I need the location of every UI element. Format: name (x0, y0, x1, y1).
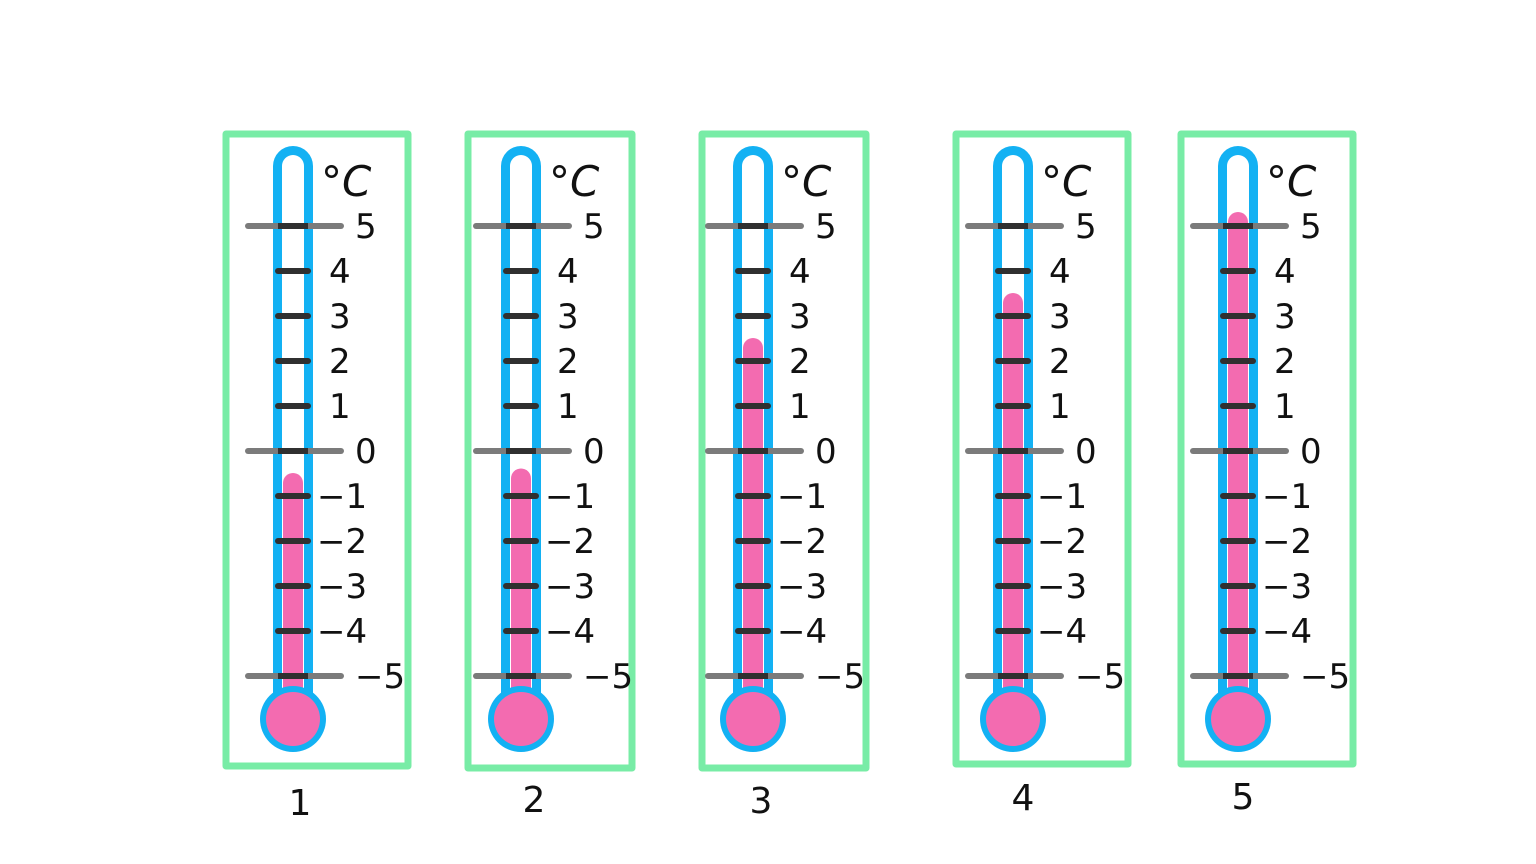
tick-label: 5 (1075, 207, 1097, 247)
tick-label: 3 (557, 297, 579, 337)
tick-label: −3 (545, 567, 595, 607)
tick-label: 1 (1274, 387, 1296, 427)
tick-label: −5 (355, 657, 405, 697)
tick-label: 5 (1300, 207, 1322, 247)
tick-label: −2 (1262, 522, 1312, 562)
tick-label: 4 (557, 252, 579, 292)
tick-label: 3 (1274, 297, 1296, 337)
tick-label: 2 (1049, 342, 1071, 382)
bulb (1211, 692, 1265, 746)
tick-label: 2 (789, 342, 811, 382)
thermometer-2: °C54 3 2 10 −1 −2 −3 −4 −5 2 (464, 130, 636, 821)
tick-label: 0 (815, 432, 837, 472)
thermometer-number: 3 (750, 781, 773, 822)
thermometer-number: 2 (523, 780, 546, 821)
tick-label: 1 (789, 387, 811, 427)
bulb (726, 692, 780, 746)
tick-label: −1 (1262, 477, 1312, 517)
tick-label: 1 (329, 387, 351, 427)
tick-label: 0 (1075, 432, 1097, 472)
unit-label: °C (321, 157, 372, 206)
tick-label: −3 (1037, 567, 1087, 607)
tick-label: −1 (317, 477, 367, 517)
tick-label: 1 (557, 387, 579, 427)
tick-label: 4 (329, 252, 351, 292)
tick-label: 4 (1274, 252, 1296, 292)
tick-label: −1 (1037, 477, 1087, 517)
tick-label: 3 (789, 297, 811, 337)
tick-label: −5 (583, 657, 633, 697)
tick-label: 4 (1049, 252, 1071, 292)
tick-label: −2 (317, 522, 367, 562)
thermometer-frame (1177, 130, 1357, 768)
tick-label: 5 (355, 207, 377, 247)
unit-label: °C (1266, 157, 1317, 206)
unit-label: °C (781, 157, 832, 206)
tick-label: −5 (815, 657, 865, 697)
thermometer-frame (464, 130, 636, 772)
tick-label: 2 (329, 342, 351, 382)
tick-label: 0 (355, 432, 377, 472)
bulb (494, 692, 548, 746)
bulb (986, 692, 1040, 746)
tick-label: −3 (317, 567, 367, 607)
thermometer-number: 1 (289, 783, 312, 824)
tick-label: −3 (1262, 567, 1312, 607)
tick-label: 4 (789, 252, 811, 292)
tick-label: −2 (545, 522, 595, 562)
tick-label: −5 (1300, 657, 1350, 697)
thermometer-frame (952, 130, 1132, 768)
tick-label: −4 (1037, 612, 1087, 652)
tick-label: −4 (1262, 612, 1312, 652)
tick-label: −1 (545, 477, 595, 517)
tick-label: 3 (329, 297, 351, 337)
tick-label: −5 (1075, 657, 1125, 697)
unit-label: °C (1041, 157, 1092, 206)
tick-label: 1 (1049, 387, 1071, 427)
tick-label: 2 (1274, 342, 1296, 382)
tick-label: 5 (815, 207, 837, 247)
thermometer-number: 4 (1012, 778, 1035, 819)
thermometer-3: °C54 3 2 10 −1 −2 −3 −4 −5 3 (698, 130, 870, 822)
tick-label: −2 (777, 522, 827, 562)
tick-label: −2 (1037, 522, 1087, 562)
tick-label: −4 (317, 612, 367, 652)
bulb (266, 692, 320, 746)
thermometer-frame (698, 130, 870, 772)
tick-label: −4 (545, 612, 595, 652)
unit-label: °C (549, 157, 600, 206)
tick-label: −4 (777, 612, 827, 652)
tick-label: 5 (583, 207, 605, 247)
tick-label: −1 (777, 477, 827, 517)
tick-label: 0 (1300, 432, 1322, 472)
tick-label: 2 (557, 342, 579, 382)
thermometer-number: 5 (1232, 777, 1255, 818)
tick-label: 0 (583, 432, 605, 472)
tick-label: −3 (777, 567, 827, 607)
thermometer-frame (222, 130, 412, 770)
tick-label: 3 (1049, 297, 1071, 337)
